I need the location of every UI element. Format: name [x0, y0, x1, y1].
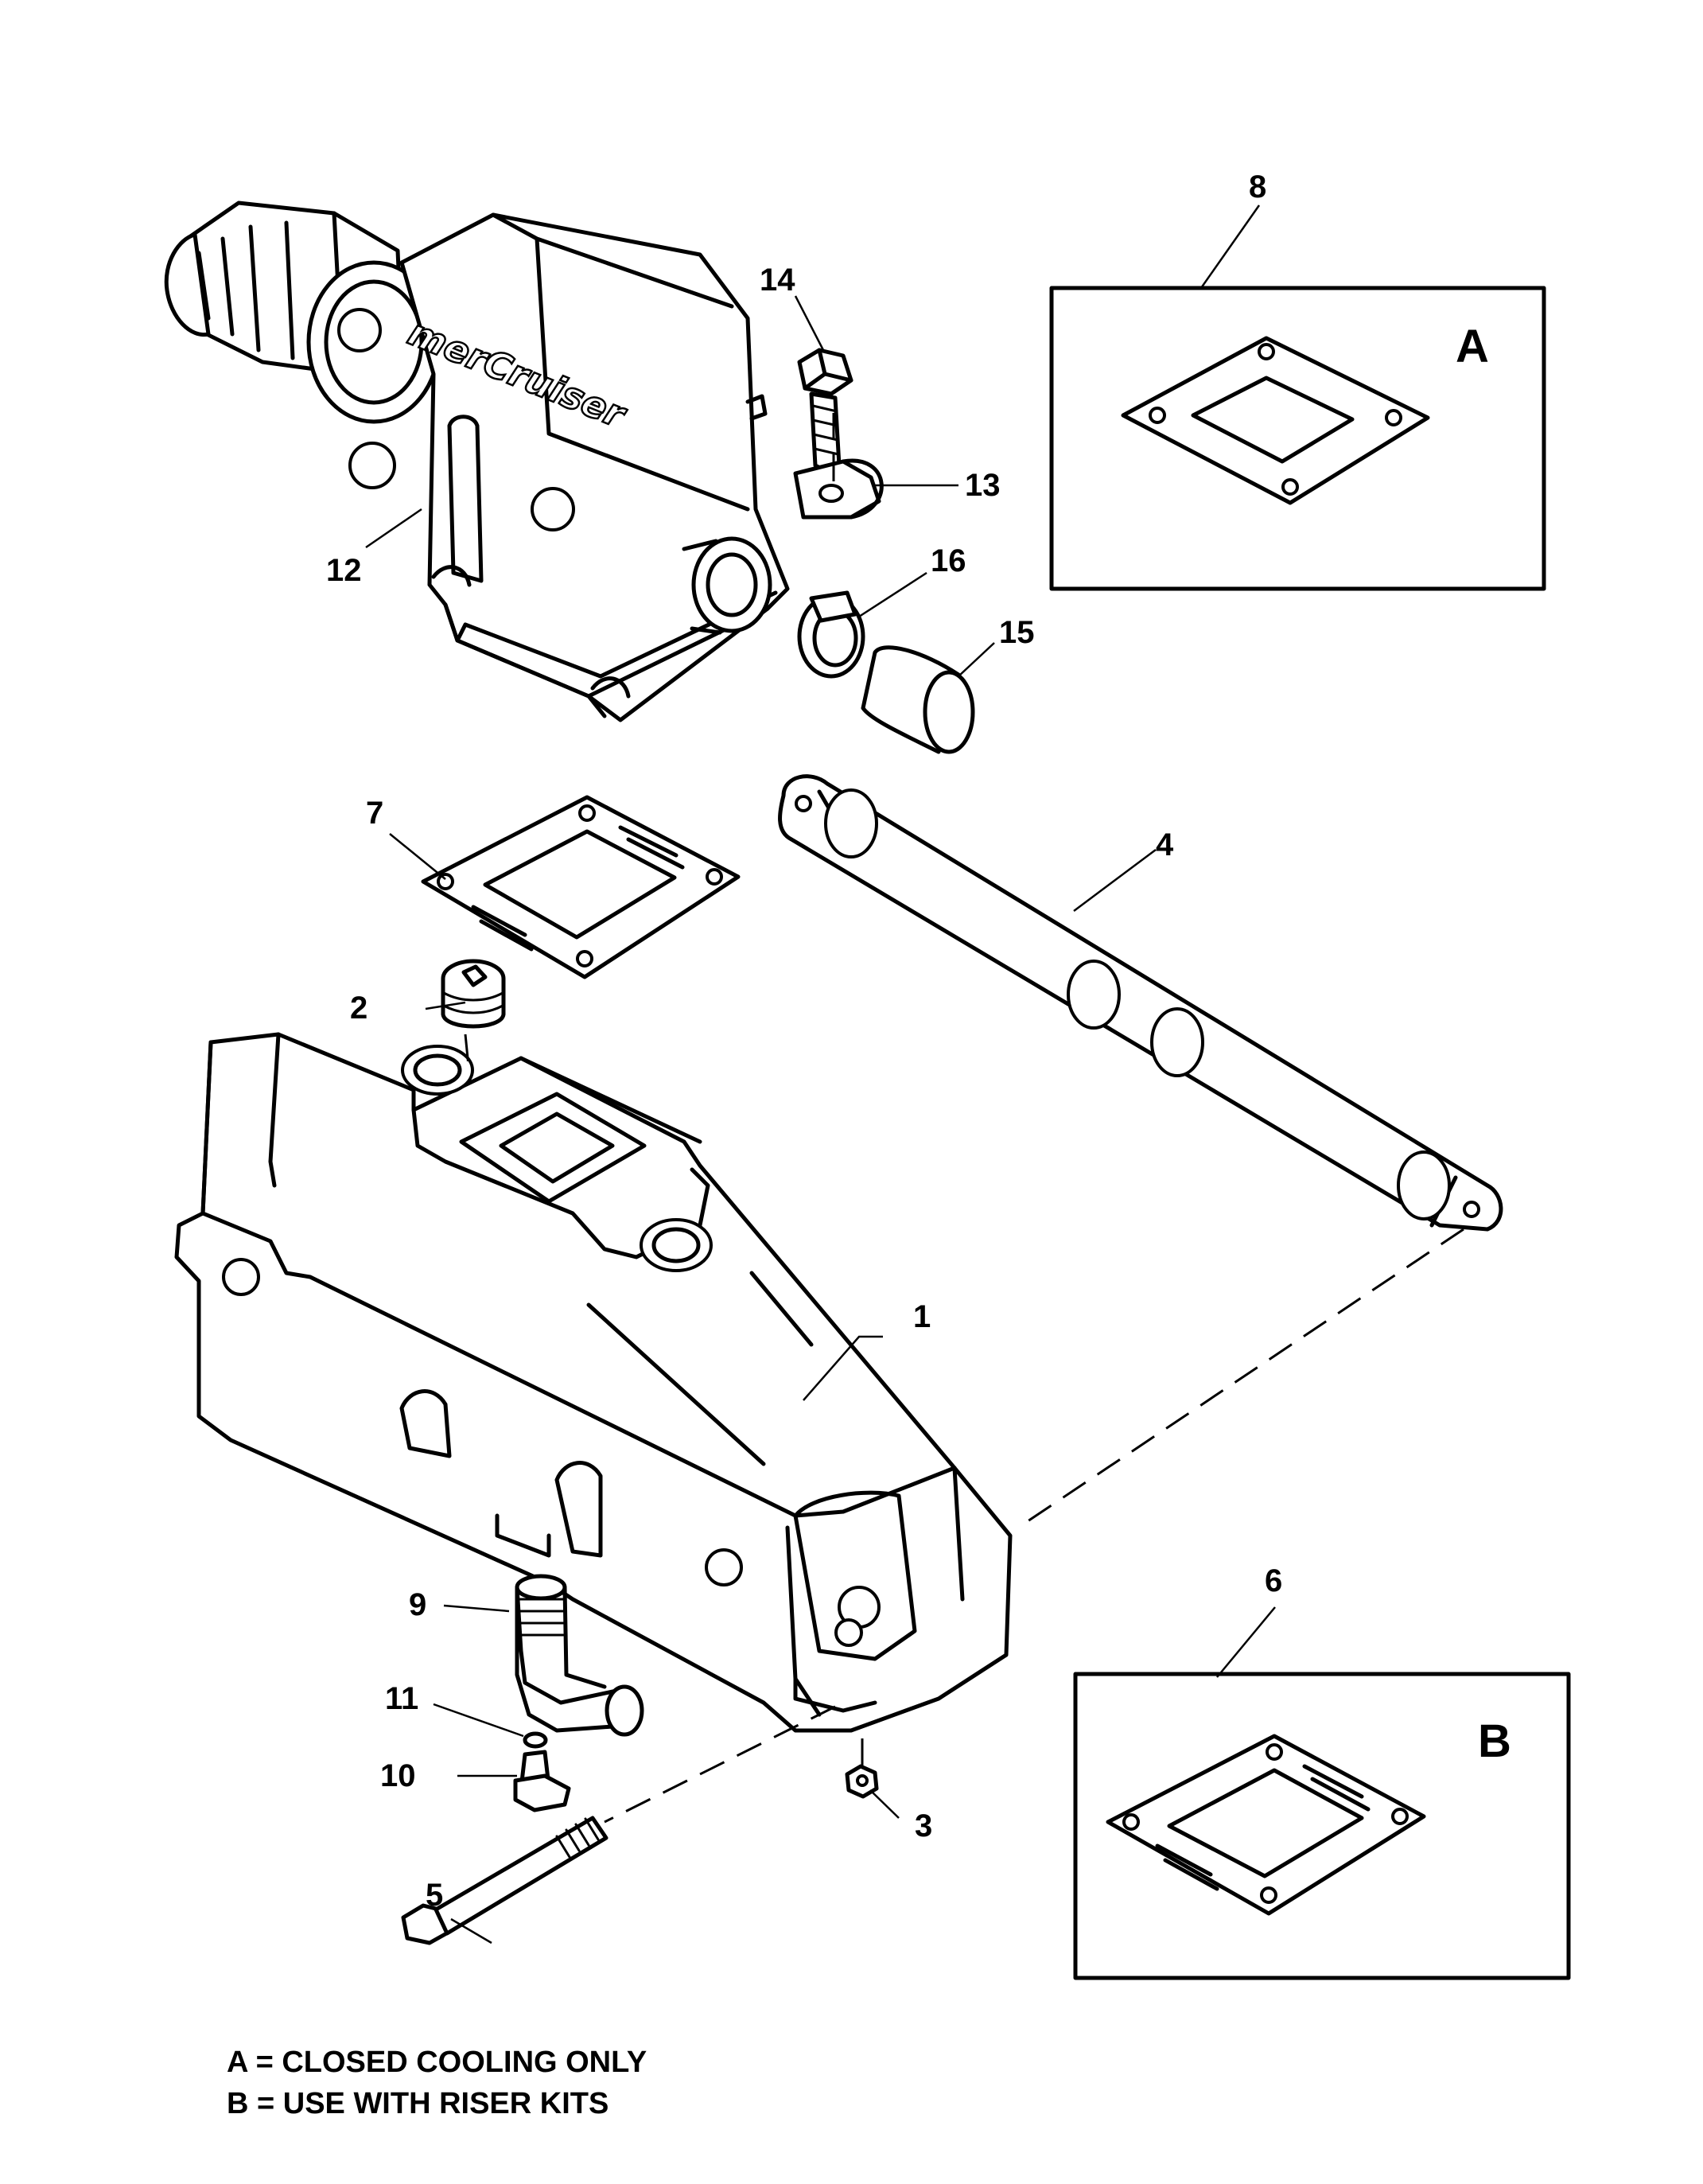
part-6-gasket: [1106, 1734, 1426, 1916]
callout-8: 8: [1249, 169, 1266, 204]
callout-11: 11: [385, 1681, 418, 1716]
part-2-pipe-plug: [441, 959, 506, 1029]
part-9-elbow-fitting: [515, 1574, 644, 1737]
legend-note-b: B = USE WITH RISER KITS: [227, 2087, 608, 2120]
box-a-label: A: [1456, 321, 1489, 372]
callout-13: 13: [965, 468, 1001, 503]
box-b-label: B: [1478, 1715, 1511, 1767]
callout-15: 15: [999, 615, 1035, 650]
part-14-bolt: [797, 348, 853, 472]
legend-note-a: A = CLOSED COOLING ONLY: [227, 2046, 647, 2079]
leader-lines: [365, 204, 1276, 1945]
part-8-gasket: [1121, 336, 1430, 505]
legend: A = CLOSED COOLING ONLY B = USE WITH RIS…: [227, 2046, 647, 2120]
part-15-hose: [861, 645, 975, 754]
callout-12: 12: [326, 553, 362, 588]
part-7-gasket: [421, 795, 741, 979]
callout-4: 4: [1156, 827, 1174, 862]
callout-14: 14: [760, 263, 795, 298]
part-11-o-ring: [523, 1731, 548, 1749]
callout-numbers: 1 2 3 4 5 6 7 8 9 10 11 12 13 14 15 16: [326, 169, 1282, 1913]
callout-2: 2: [350, 991, 367, 1026]
part-10-drain-fitting: [513, 1750, 571, 1812]
callout-7: 7: [366, 796, 383, 831]
part-13-clamp: [793, 458, 884, 520]
callout-16: 16: [931, 543, 966, 578]
callout-10: 10: [380, 1758, 416, 1793]
part-4-manifold-gasket: [778, 774, 1503, 1232]
part-3-nut: [845, 1764, 879, 1799]
box-a-closed-cooling: A: [1049, 286, 1546, 591]
callout-3: 3: [915, 1808, 932, 1843]
part-16-hose-clamp: [797, 590, 865, 679]
callout-9: 9: [409, 1587, 426, 1622]
part-1-exhaust-manifold: [174, 1032, 1013, 1733]
callout-5: 5: [426, 1878, 443, 1913]
assembly-center-lines: [464, 398, 1464, 1824]
part-5-stud-bolt: [401, 1816, 608, 1945]
box-b-riser-kits: B: [1073, 1672, 1571, 1980]
callout-1: 1: [913, 1299, 931, 1334]
callout-6: 6: [1265, 1563, 1282, 1598]
part-12-exhaust-elbow: merCruiser: [164, 200, 790, 722]
